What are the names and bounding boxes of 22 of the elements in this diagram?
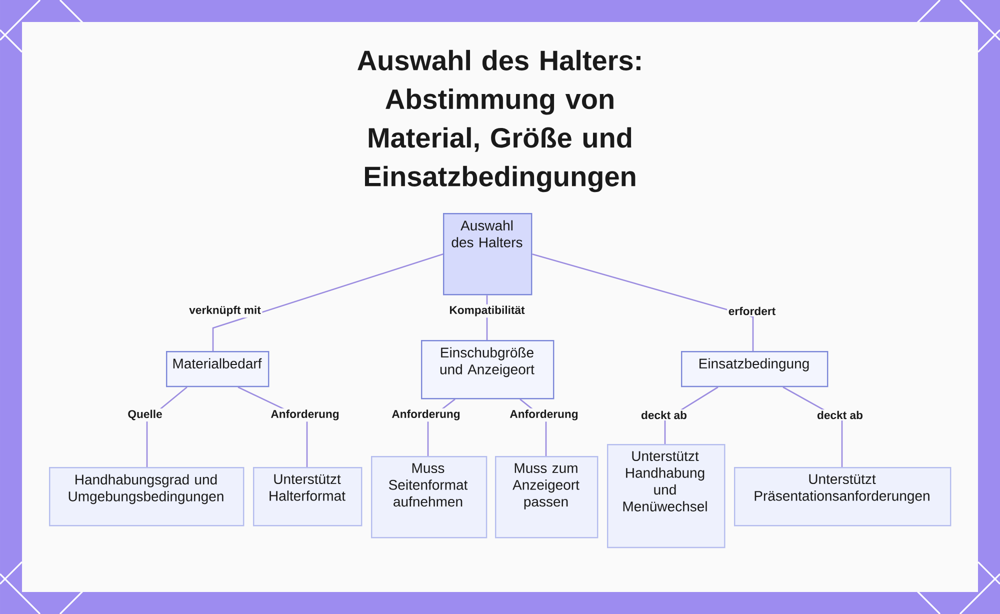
process-box: Muss Seitenformat aufnehmen [371, 456, 488, 538]
edge-label: deckt ab [817, 410, 863, 420]
process-box: Auswahl des Halters [443, 213, 532, 296]
process-box: Unterstützt Präsentationsanforderungen [734, 467, 952, 526]
edge-label: deckt ab [641, 410, 687, 420]
process-box: Einschubgröße und Anzeigeort [421, 340, 554, 400]
edge-label: Kompatibilität [450, 306, 525, 316]
edge-label: Anforderung [510, 410, 578, 420]
process-box: Handhabungsgrad und Umgebungsbedingungen [49, 467, 244, 526]
process-box: Materialbedarf [166, 351, 270, 388]
edge-label: erfordert [728, 306, 776, 316]
title: Auswahl des Halters: Abstimmung von Material, Größe und Einsatzbedingungen [358, 50, 640, 192]
process-box: Unterstützt Halterformat [253, 467, 362, 526]
edge-label: Anforderung [270, 410, 339, 420]
process-box: Muss zum Anzeigeort passen [495, 456, 598, 538]
process-box: Unterstützt Handhabung und Menüwechsel [607, 444, 726, 548]
edge-label: verknüpft mit [189, 306, 261, 316]
process-box: Einsatzbedingung [681, 351, 828, 388]
connector [212, 254, 444, 351]
edge-label: Anforderung [392, 410, 460, 420]
edge-label: Quelle [128, 410, 162, 420]
connector [532, 253, 754, 351]
